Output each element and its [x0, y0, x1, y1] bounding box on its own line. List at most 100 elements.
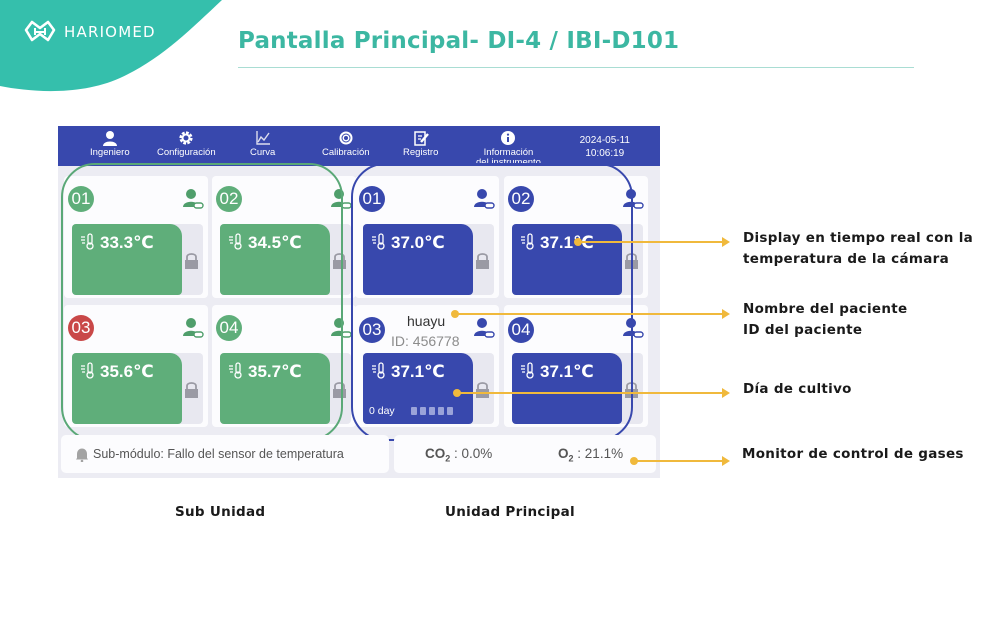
thermometer-icon	[81, 233, 94, 250]
brand-banner	[0, 0, 222, 92]
arrow-head-icon	[722, 309, 730, 319]
nav-informacion[interactable]: Información del instrumento	[476, 130, 541, 168]
sub-unit-card-04[interactable]: 04 35.7℃	[212, 305, 356, 427]
patient-link-icon[interactable]	[330, 317, 352, 339]
day-progress-dot	[420, 407, 426, 415]
chamber-number-badge: 01	[359, 186, 385, 212]
temperature-value: 34.5℃	[248, 233, 302, 252]
gear-icon	[179, 131, 193, 145]
culture-day: 0 day	[369, 405, 395, 417]
main-unit-card-03[interactable]: 03 huayu ID: 456778 37.1℃ 0 day	[355, 305, 499, 427]
temperature-value: 35.6℃	[100, 362, 154, 381]
lock-icon[interactable]	[184, 381, 199, 398]
time: 10:06:19	[585, 148, 625, 159]
lock-icon[interactable]	[332, 252, 347, 269]
pointer-dot	[630, 457, 638, 465]
patient-link-icon[interactable]	[473, 317, 495, 339]
nav-registro[interactable]: Registro	[403, 130, 438, 158]
chart-icon	[255, 131, 270, 145]
chamber-number-badge-alarm: 03	[68, 315, 94, 341]
lock-icon[interactable]	[332, 381, 347, 398]
lock-icon[interactable]	[184, 252, 199, 269]
main-unit-card-04[interactable]: 04 37.1℃	[504, 305, 648, 427]
annotation-line: temperatura de la cámara	[743, 251, 950, 267]
day-progress-dot	[447, 407, 453, 415]
patient-link-icon[interactable]	[622, 317, 644, 339]
sub-unit-card-01[interactable]: 01 33.3℃	[64, 176, 208, 298]
co2-reading: CO2 : 0.0%	[425, 446, 492, 464]
thermometer-icon	[372, 362, 385, 379]
temperature-well: 37.0℃	[363, 224, 494, 295]
thermometer-icon	[521, 233, 534, 250]
thermometer-icon	[229, 233, 242, 250]
annotation-line: Nombre del paciente	[743, 301, 908, 317]
edit-log-icon	[413, 131, 429, 146]
lock-icon[interactable]	[475, 252, 490, 269]
nav-label: Ingeniero	[90, 147, 130, 158]
temperature-panel: 33.3℃	[72, 224, 182, 295]
temperature-panel: 34.5℃	[220, 224, 330, 295]
main-unit-card-01[interactable]: 01 37.0℃	[355, 176, 499, 298]
lock-icon[interactable]	[624, 381, 639, 398]
thermometer-icon	[521, 362, 534, 379]
o2-reading: O2 : 21.1%	[558, 446, 623, 464]
target-icon	[339, 131, 353, 145]
patient-id: ID: 456778	[391, 333, 460, 349]
o2-label: O	[558, 446, 569, 461]
temperature-value: 37.1℃	[391, 362, 445, 381]
temperature-well: 35.7℃	[220, 353, 351, 424]
chamber-number-badge: 04	[216, 315, 242, 341]
nav-configuracion[interactable]: Configuración	[157, 130, 216, 158]
day-progress-dot	[438, 407, 444, 415]
temperature-well: 37.1℃	[512, 353, 643, 424]
temperature-value: 37.0℃	[391, 233, 445, 252]
day-progress-dot	[429, 407, 435, 415]
arrow-head-icon	[722, 456, 730, 466]
device-clock: 2024-05-11 10:06:19	[580, 134, 630, 160]
pointer-dot	[453, 389, 461, 397]
main-unit-card-02[interactable]: 02 37.1℃	[504, 176, 648, 298]
sub-unit-card-03[interactable]: 03 35.6℃	[64, 305, 208, 427]
temperature-well: 37.1℃ 0 day	[363, 353, 494, 424]
nav-ingeniero[interactable]: Ingeniero	[90, 130, 130, 158]
chamber-number-badge: 02	[508, 186, 534, 212]
pointer-patient	[451, 309, 730, 319]
lock-icon[interactable]	[624, 252, 639, 269]
temperature-panel: 35.7℃	[220, 353, 330, 424]
temperature-panel: 37.1℃ 0 day	[363, 353, 473, 424]
patient-link-icon[interactable]	[622, 188, 644, 210]
patient-link-icon[interactable]	[473, 188, 495, 210]
chamber-number-badge: 02	[216, 186, 242, 212]
nav-label: Curva	[250, 147, 276, 158]
patient-link-icon[interactable]	[182, 188, 204, 210]
alarm-bar[interactable]: Sub-módulo: Fallo del sensor de temperat…	[61, 435, 389, 473]
annotation-culture-day: Día de cultivo	[743, 381, 852, 397]
temperature-well: 37.1℃	[512, 224, 643, 295]
co2-value: : 0.0%	[454, 446, 493, 461]
annotation-gas-monitor: Monitor de control de gases	[742, 446, 964, 462]
patient-link-icon[interactable]	[182, 317, 204, 339]
nav-label: Registro	[403, 147, 439, 158]
chamber-number-badge: 01	[68, 186, 94, 212]
nav-curva[interactable]: Curva	[250, 130, 275, 158]
co2-subscript: 2	[445, 453, 451, 464]
date: 2024-05-11	[579, 135, 630, 146]
bell-icon	[76, 448, 88, 462]
co2-label: CO	[425, 446, 446, 461]
nav-calibracion[interactable]: Calibración	[322, 130, 370, 158]
pointer-dot	[451, 310, 459, 318]
hariomed-logo-icon	[24, 20, 56, 42]
lock-icon[interactable]	[475, 381, 490, 398]
annotation-patient: Nombre del paciente ID del paciente	[743, 299, 907, 341]
arrow-head-icon	[722, 388, 730, 398]
chamber-number-badge: 03	[359, 317, 385, 343]
page-title: Pantalla Principal- DI-4 / IBI-D101	[238, 28, 680, 54]
info-icon	[501, 131, 516, 145]
temperature-panel: 37.1℃	[512, 353, 622, 424]
o2-subscript: 2	[568, 453, 574, 464]
temperature-panel: 35.6℃	[72, 353, 182, 424]
sub-unit-card-02[interactable]: 02 34.5℃	[212, 176, 356, 298]
patient-link-icon[interactable]	[330, 188, 352, 210]
user-icon	[102, 131, 117, 146]
pointer-dot	[574, 238, 582, 246]
